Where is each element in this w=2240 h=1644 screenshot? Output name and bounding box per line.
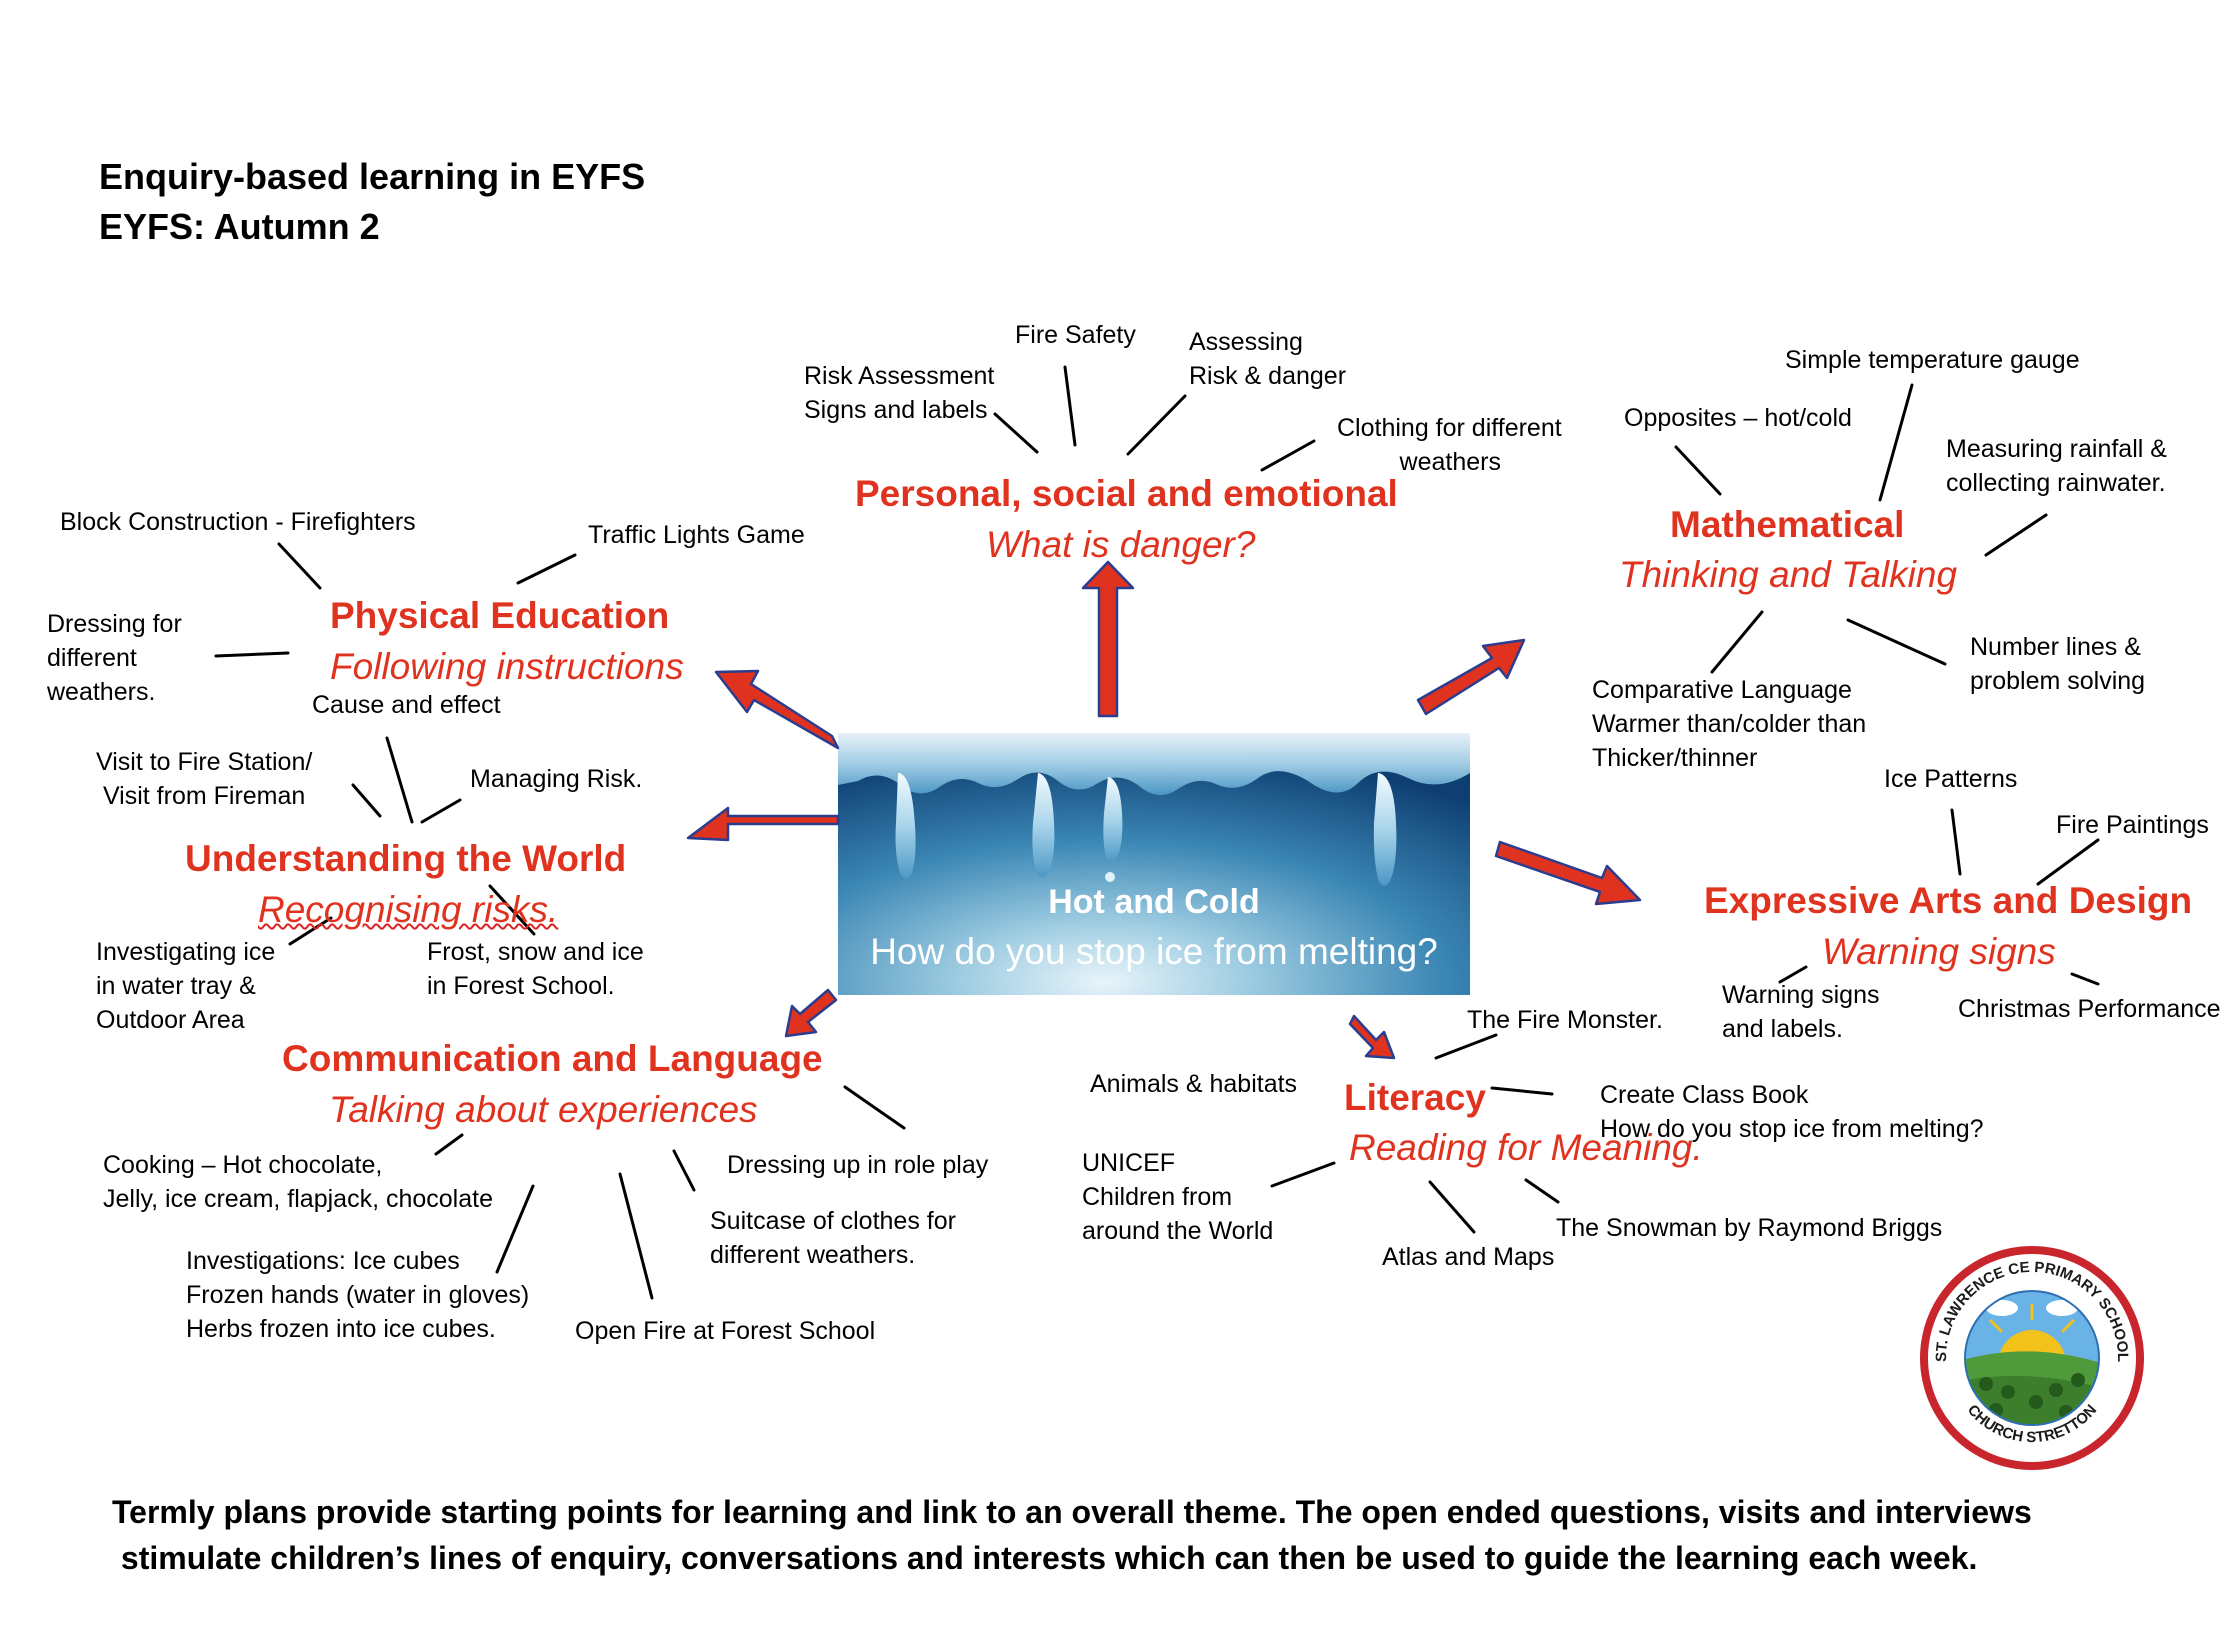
item-snowman: The Snowman by Raymond Briggs: [1556, 1211, 1942, 1245]
area-pse-title: Personal, social and emotional: [855, 470, 1398, 518]
item-assessing-risk: Assessing Risk & danger: [1189, 325, 1346, 393]
item-block-construction: Block Construction - Firefighters: [60, 505, 416, 539]
item-open-fire: Open Fire at Forest School: [575, 1314, 875, 1348]
item-managing-risk: Managing Risk.: [470, 762, 642, 796]
area-pse-subtitle: What is danger?: [986, 520, 1255, 570]
area-utw-title: Understanding the World: [185, 835, 626, 883]
area-pe-subtitle: Following instructions: [330, 642, 684, 692]
item-fire-monster: The Fire Monster.: [1467, 1003, 1663, 1037]
item-simple-temperature-gauge: Simple temperature gauge: [1785, 343, 2080, 377]
item-create-class-book: Create Class Book How do you stop ice fr…: [1600, 1078, 1984, 1146]
item-clothing-weathers: Clothing for different weathers: [1337, 411, 1562, 479]
area-ead-subtitle: Warning signs: [1822, 927, 2056, 977]
arrow-left: [688, 808, 838, 840]
item-atlas-maps: Atlas and Maps: [1382, 1240, 1554, 1274]
arrow-right: [1496, 842, 1640, 904]
arrow-up-right: [1418, 640, 1524, 714]
item-visit-fire-station: Visit to Fire Station/ Visit from Firema…: [96, 745, 312, 813]
item-opposites: Opposites – hot/cold: [1624, 401, 1852, 435]
item-investigations: Investigations: Ice cubes Frozen hands (…: [186, 1244, 529, 1346]
item-fire-safety: Fire Safety: [1015, 318, 1136, 352]
item-cause-effect: Cause and effect: [312, 688, 501, 722]
item-comparative-language: Comparative Language Warmer than/colder …: [1592, 673, 1866, 775]
item-frost-snow: Frost, snow and ice in Forest School.: [427, 935, 644, 1003]
school-logo: ST. LAWRENCE CE PRIMARY SCHOOL CHURCH ST…: [1916, 1242, 2148, 1474]
item-measuring-rainfall: Measuring rainfall & collecting rainwate…: [1946, 432, 2167, 500]
item-warning-signs-labels: Warning signs and labels.: [1722, 978, 1879, 1046]
area-cl-title: Communication and Language: [282, 1035, 823, 1083]
item-animals-habitats: Animals & habitats: [1090, 1067, 1297, 1101]
area-utw-subtitle-text: Recognising risks.: [258, 889, 558, 930]
arrow-up-left: [716, 671, 838, 748]
item-number-lines: Number lines & problem solving: [1970, 630, 2145, 698]
item-cooking: Cooking – Hot chocolate, Jelly, ice crea…: [103, 1148, 493, 1216]
arrow-down-left: [786, 990, 836, 1036]
item-traffic-lights: Traffic Lights Game: [588, 518, 805, 552]
area-math-title: Mathematical: [1670, 501, 1904, 549]
item-risk-assessment: Risk Assessment Signs and labels: [804, 359, 994, 427]
item-suitcase-clothes: Suitcase of clothes for different weathe…: [710, 1204, 956, 1272]
arrow-up: [1083, 562, 1133, 716]
arrows: [688, 562, 1640, 1058]
footer-line-1: Termly plans provide starting points for…: [112, 1490, 2032, 1534]
item-ice-patterns: Ice Patterns: [1884, 762, 2017, 796]
area-literacy-title: Literacy: [1344, 1074, 1486, 1122]
item-christmas-performance: Christmas Performance: [1958, 992, 2221, 1026]
area-pe-title: Physical Education: [330, 592, 669, 640]
area-cl-subtitle: Talking about experiences: [329, 1085, 758, 1135]
item-dressing-pe: Dressing for different weathers.: [47, 607, 182, 709]
area-utw-subtitle: Recognising risks.: [258, 885, 558, 935]
item-investigating-ice: Investigating ice in water tray & Outdoo…: [96, 935, 275, 1037]
area-ead-title: Expressive Arts and Design: [1704, 877, 2192, 925]
footer-line-2: stimulate children’s lines of enquiry, c…: [112, 1536, 1977, 1580]
item-unicef: UNICEF Children from around the World: [1082, 1146, 1273, 1248]
item-dressing-up: Dressing up in role play: [727, 1148, 988, 1182]
area-math-subtitle: Thinking and Talking: [1619, 550, 1957, 600]
arrow-down-right: [1350, 1016, 1394, 1058]
item-fire-paintings: Fire Paintings: [2056, 808, 2209, 842]
